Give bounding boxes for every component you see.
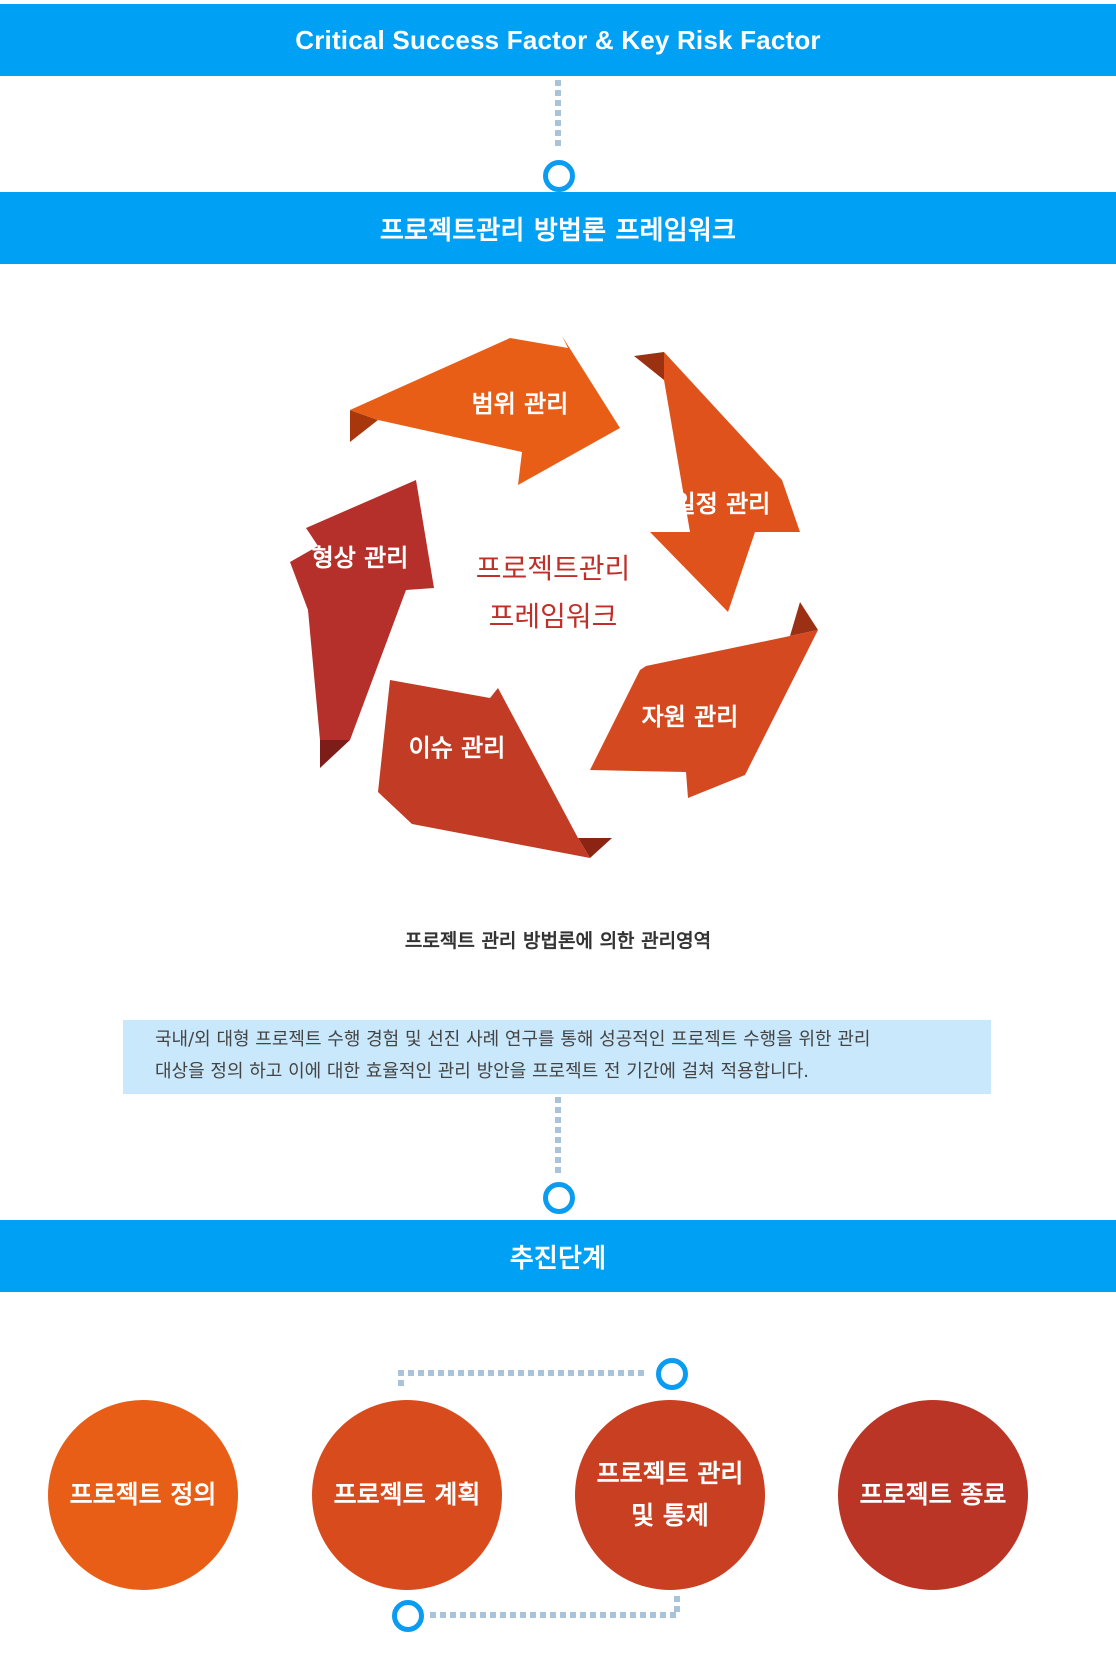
section-header-csf: Critical Success Factor & Key Risk Facto… <box>0 4 1116 76</box>
arrow-issue: 이슈 관리 <box>378 680 612 858</box>
stage-label-definition: 프로젝트 정의 <box>69 1480 217 1509</box>
stage-label-closing: 프로젝트 종료 <box>859 1480 1007 1509</box>
stage-circle-control: 프로젝트 관리 및 통제 <box>575 1400 765 1590</box>
arrow-resource: 자원 관리 <box>590 602 818 798</box>
stage-label-control: 프로젝트 관리 및 통제 <box>596 1459 744 1530</box>
framework-cycle-diagram: 범위 관리 일정 관리 자원 관리 이슈 관리 형상 관리 프로젝트관리 프레임… <box>290 336 818 858</box>
stage-connector-node-bottom <box>392 1600 424 1632</box>
stage-connector-top-drop <box>398 1370 404 1388</box>
arrow-label-resource: 자원 관리 <box>642 703 739 731</box>
connector-line <box>555 80 561 150</box>
section-header-stages: 추진단계 <box>0 1220 1116 1292</box>
stage-connector-top <box>398 1370 648 1376</box>
diagram-caption: 프로젝트 관리 방법론에 의한 관리영역 <box>404 930 712 952</box>
arrow-label-scope: 범위 관리 <box>472 390 569 418</box>
arrow-scope: 범위 관리 <box>350 336 620 485</box>
arrow-label-schedule: 일정 관리 <box>674 490 771 518</box>
arrow-config: 형상 관리 <box>290 480 434 768</box>
stage-circle-definition: 프로젝트 정의 <box>48 1400 238 1590</box>
stage-label-planning: 프로젝트 계획 <box>333 1480 481 1509</box>
connector-line <box>555 1097 561 1173</box>
arrow-label-issue: 이슈 관리 <box>409 734 506 762</box>
description-box: 국내/외 대형 프로젝트 수행 경험 및 선진 사례 연구를 통해 성공적인 프… <box>123 1020 991 1094</box>
arrow-label-config: 형상 관리 <box>312 544 409 572</box>
section-title-stages: 추진단계 <box>509 1243 607 1274</box>
section-header-framework: 프로젝트관리 방법론 프레임워크 <box>0 192 1116 264</box>
connector-node <box>543 1182 575 1214</box>
stage-connector-bottom <box>430 1612 678 1618</box>
section-title-framework: 프로젝트관리 방법론 프레임워크 <box>379 215 737 246</box>
connector-node <box>543 160 575 192</box>
arrow-schedule: 일정 관리 <box>634 352 800 612</box>
stage-connector-node-top <box>656 1358 688 1390</box>
cycle-center-title-line2: 프레임워크 <box>489 600 618 633</box>
description-line-2: 대상을 정의 하고 이에 대한 효율적인 관리 방안을 프로젝트 전 기간에 걸… <box>155 1061 809 1082</box>
description-line-1: 국내/외 대형 프로젝트 수행 경험 및 선진 사례 연구를 통해 성공적인 프… <box>155 1029 871 1050</box>
stage-circle-planning: 프로젝트 계획 <box>312 1400 502 1590</box>
section-title-csf: Critical Success Factor & Key Risk Facto… <box>295 24 821 55</box>
stage-circle-closing: 프로젝트 종료 <box>838 1400 1028 1590</box>
cycle-center-title-line1: 프로젝트관리 <box>476 552 631 585</box>
stage-connector-bottom-rise <box>674 1596 680 1614</box>
